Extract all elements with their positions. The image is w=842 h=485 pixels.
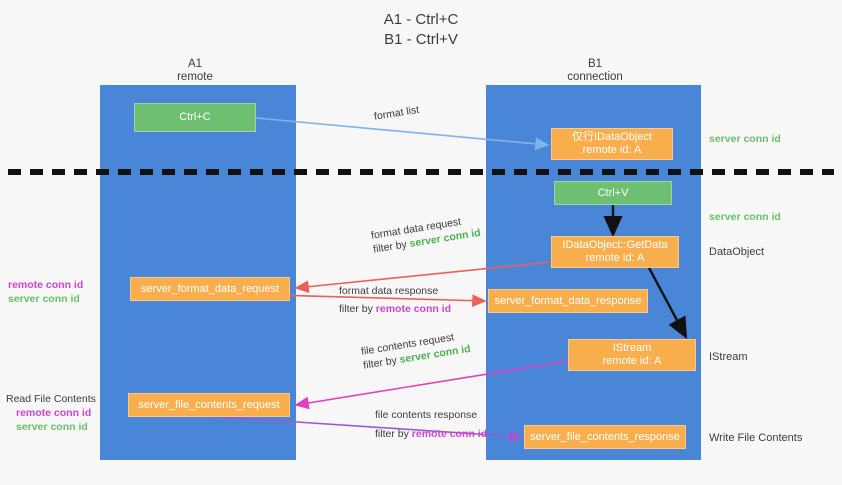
- node-istream[interactable]: IStream remote id: A: [568, 339, 696, 371]
- annotation-left-read-file-contents: Read File Contents remote conn id server…: [6, 392, 96, 434]
- node-idataobject-line1: 仅行IDataObject: [571, 131, 653, 143]
- node-server-file-contents-request[interactable]: server_file_contents_request: [128, 393, 290, 417]
- annotation-server-conn-id: server conn id: [16, 421, 88, 433]
- edge-label-format-data-request: format data request filter by server con…: [370, 212, 482, 257]
- node-idataobject-getdata[interactable]: IDataObject::GetData remote id: A: [551, 236, 679, 268]
- lane-header-b1: B1 connection: [530, 58, 660, 84]
- node-istream-line2: remote id: A: [602, 355, 662, 367]
- annotation-left-format-conn-ids: remote conn id server conn id: [8, 278, 83, 306]
- lane-header-a1: A1 remote: [130, 58, 260, 84]
- node-getdata-line1: IDataObject::GetData: [562, 239, 668, 251]
- annotation-remote-conn-id: remote conn id: [16, 407, 92, 419]
- edge-label-file-contents-request: file contents request filter by server c…: [360, 328, 472, 373]
- annotation-server-conn-id: server conn id: [8, 293, 80, 305]
- edge-file-contents-response-filter: filter by remote conn id: [375, 427, 487, 441]
- node-ctrl-v[interactable]: Ctrl+V: [554, 181, 672, 205]
- title-line-2: B1 - Ctrl+V: [384, 31, 458, 48]
- annotation-right-write-file-contents: Write File Contents: [709, 432, 803, 444]
- annotation-right-istream: IStream: [709, 351, 748, 363]
- edge-file-contents-response-line1: file contents response: [375, 409, 478, 421]
- lane-b1-sub: connection: [567, 71, 623, 83]
- annotation-right-server-conn-id-1: server conn id: [709, 133, 781, 145]
- filter-prefix: filter by: [339, 303, 376, 315]
- node-ctrl-v-label: Ctrl+V: [597, 186, 629, 199]
- annotation-read-file-contents-title: Read File Contents: [6, 393, 96, 405]
- node-server-format-data-request-label: server_format_data_request: [140, 282, 280, 295]
- node-server-file-contents-response[interactable]: server_file_contents_response: [524, 425, 686, 449]
- annotation-remote-conn-id: remote conn id: [8, 279, 84, 291]
- filter-value-remote-conn-id: remote conn id: [411, 428, 488, 440]
- lane-a1-name: A1: [187, 58, 203, 70]
- node-server-file-contents-response-label: server_file_contents_response: [530, 430, 680, 443]
- annotation-right-server-conn-id-2: server conn id: [709, 211, 781, 223]
- edge-label-format-list: format list: [373, 103, 420, 124]
- node-server-format-data-request[interactable]: server_format_data_request: [130, 277, 290, 301]
- node-istream-line1: IStream: [612, 342, 652, 354]
- node-ctrl-c[interactable]: Ctrl+C: [134, 103, 256, 132]
- page-title: A1 - Ctrl+C B1 - Ctrl+V: [0, 10, 842, 50]
- edge-label-file-contents-response: file contents response filter by remote …: [375, 408, 487, 441]
- title-line-1: A1 - Ctrl+C: [383, 11, 459, 28]
- node-idataobject-line2: remote id: A: [582, 144, 642, 156]
- edge-format-data-response-line1: format data response: [339, 285, 439, 297]
- node-server-format-data-response[interactable]: server_format_data_response: [488, 289, 648, 313]
- node-server-format-data-response-label: server_format_data_response: [494, 294, 642, 307]
- node-getdata-line2: remote id: A: [585, 252, 645, 264]
- filter-value-remote-conn-id: remote conn id: [375, 303, 452, 315]
- filter-prefix: filter by: [375, 428, 412, 440]
- node-idataobject[interactable]: 仅行IDataObject remote id: A: [551, 128, 673, 160]
- edge-label-format-data-response: format data response filter by remote co…: [339, 284, 451, 316]
- annotation-right-dataobject: DataObject: [709, 246, 765, 258]
- edge-format-data-response-filter: filter by remote conn id: [339, 302, 451, 316]
- lane-a1-sub: remote: [177, 71, 213, 83]
- node-server-file-contents-request-label: server_file_contents_request: [138, 398, 280, 411]
- lane-b1-name: B1: [587, 58, 603, 70]
- node-ctrl-c-label: Ctrl+C: [179, 111, 211, 123]
- edge-label-format-list-text: format list: [373, 103, 420, 123]
